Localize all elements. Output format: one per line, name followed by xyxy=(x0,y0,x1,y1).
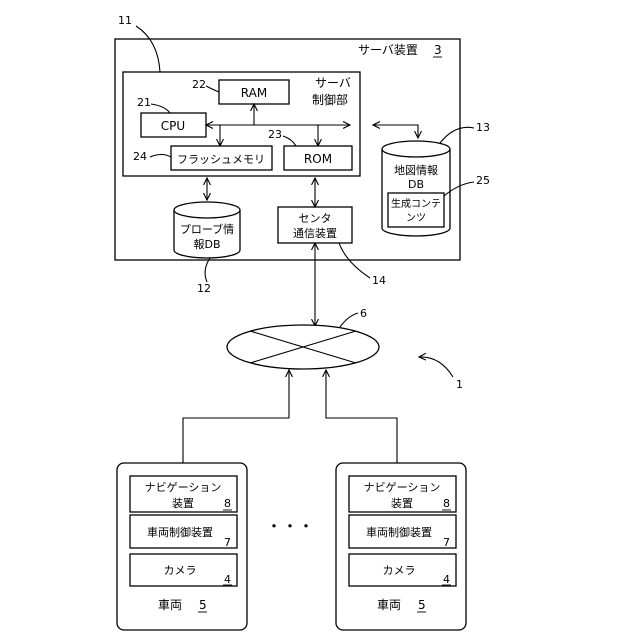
map-db-top xyxy=(382,141,450,157)
vehicle-2-camera-ref: 4 xyxy=(443,573,450,586)
probe-db-label-line2: 報DB xyxy=(193,238,220,251)
vehicle-2-ref: 5 xyxy=(418,598,426,612)
server-control-unit: サーバ 制御部 RAM 22 CPU 21 フラッシュメモリ 24 R xyxy=(123,72,360,176)
cpu-ref: 21 xyxy=(137,96,151,109)
vehicle-2-title: 車両 xyxy=(377,598,401,612)
network xyxy=(227,325,379,369)
vehicles-ellipsis: ・・・ xyxy=(266,517,314,536)
vehicle-1-camera-ref: 4 xyxy=(224,573,231,586)
figure-ref-arrow xyxy=(419,357,453,377)
vehicle-1-camera-label: カメラ xyxy=(164,564,197,577)
vehicle-1-control-ref: 7 xyxy=(224,536,231,549)
network-vehicle2-link xyxy=(326,370,397,477)
network-vehicle1-link xyxy=(183,370,289,477)
server-device: サーバ装置 3 11 サーバ 制御部 RAM 22 CPU 21 xyxy=(115,14,490,295)
probe-db-label-line1: プローブ情 xyxy=(180,222,234,236)
figure-ref: 1 xyxy=(456,378,463,391)
vehicle-1-nav-label-line1: ナビゲーション xyxy=(145,481,222,494)
network-ref: 6 xyxy=(360,307,367,320)
cpu-label: CPU xyxy=(161,119,185,133)
ram-label: RAM xyxy=(241,86,267,100)
vehicle-2-camera-label: カメラ xyxy=(383,564,416,577)
rom-ref: 23 xyxy=(268,128,282,141)
vehicle-2-nav-label-line1: ナビゲーション xyxy=(364,481,441,494)
probe-db-top xyxy=(174,202,240,218)
vehicle-1-ref: 5 xyxy=(199,598,207,612)
map-db: 地図情報 DB 生成コンテ ンツ xyxy=(382,141,450,236)
map-db-ref: 13 xyxy=(476,121,490,134)
vehicle-1-nav-ref: 8 xyxy=(224,497,231,510)
center-comm-ref: 14 xyxy=(372,274,386,287)
vehicle-2: ナビゲーション 装置 8 車両制御装置 7 カメラ 4 車両 5 xyxy=(336,463,466,630)
network-leader xyxy=(340,313,358,327)
ram-ref: 22 xyxy=(192,78,206,91)
probe-db-leader xyxy=(205,258,210,282)
contents-ref: 25 xyxy=(476,174,490,187)
server-title: サーバ装置 xyxy=(358,43,418,57)
map-db-label-line1: 地図情報 xyxy=(394,164,438,177)
control-unit-label-line2: 制御部 xyxy=(312,92,348,107)
probe-db: プローブ情 報DB xyxy=(174,202,240,258)
vehicle-2-control-ref: 7 xyxy=(443,536,450,549)
vehicle-2-control-label: 車両制御装置 xyxy=(366,525,432,539)
map-db-label-line2: DB xyxy=(408,178,424,191)
vehicle-1: ナビゲーション 装置 8 車両制御装置 7 カメラ 4 車両 5 xyxy=(117,463,247,630)
control-unit-label-line1: サーバ xyxy=(315,76,351,90)
vehicle-1-control-label: 車両制御装置 xyxy=(147,525,213,539)
vehicle-1-title: 車両 xyxy=(158,598,182,612)
server-ref: 3 xyxy=(434,43,442,57)
rom-label: ROM xyxy=(304,152,332,166)
probe-db-ref: 12 xyxy=(197,282,211,295)
center-comm-label-line2: 通信装置 xyxy=(293,227,337,240)
flash-ref: 24 xyxy=(133,150,147,163)
vehicle-1-nav-label-line2: 装置 xyxy=(172,497,194,510)
server-frame-ref: 11 xyxy=(118,14,132,27)
vehicle-2-nav-ref: 8 xyxy=(443,497,450,510)
contents-label-line1: 生成コンテ xyxy=(391,197,441,210)
contents-label-line2: ンツ xyxy=(406,213,426,224)
flash-label: フラッシュメモリ xyxy=(177,153,265,166)
vehicle-2-nav-label-line2: 装置 xyxy=(391,497,413,510)
center-comm-label-line1: センタ xyxy=(299,212,332,225)
